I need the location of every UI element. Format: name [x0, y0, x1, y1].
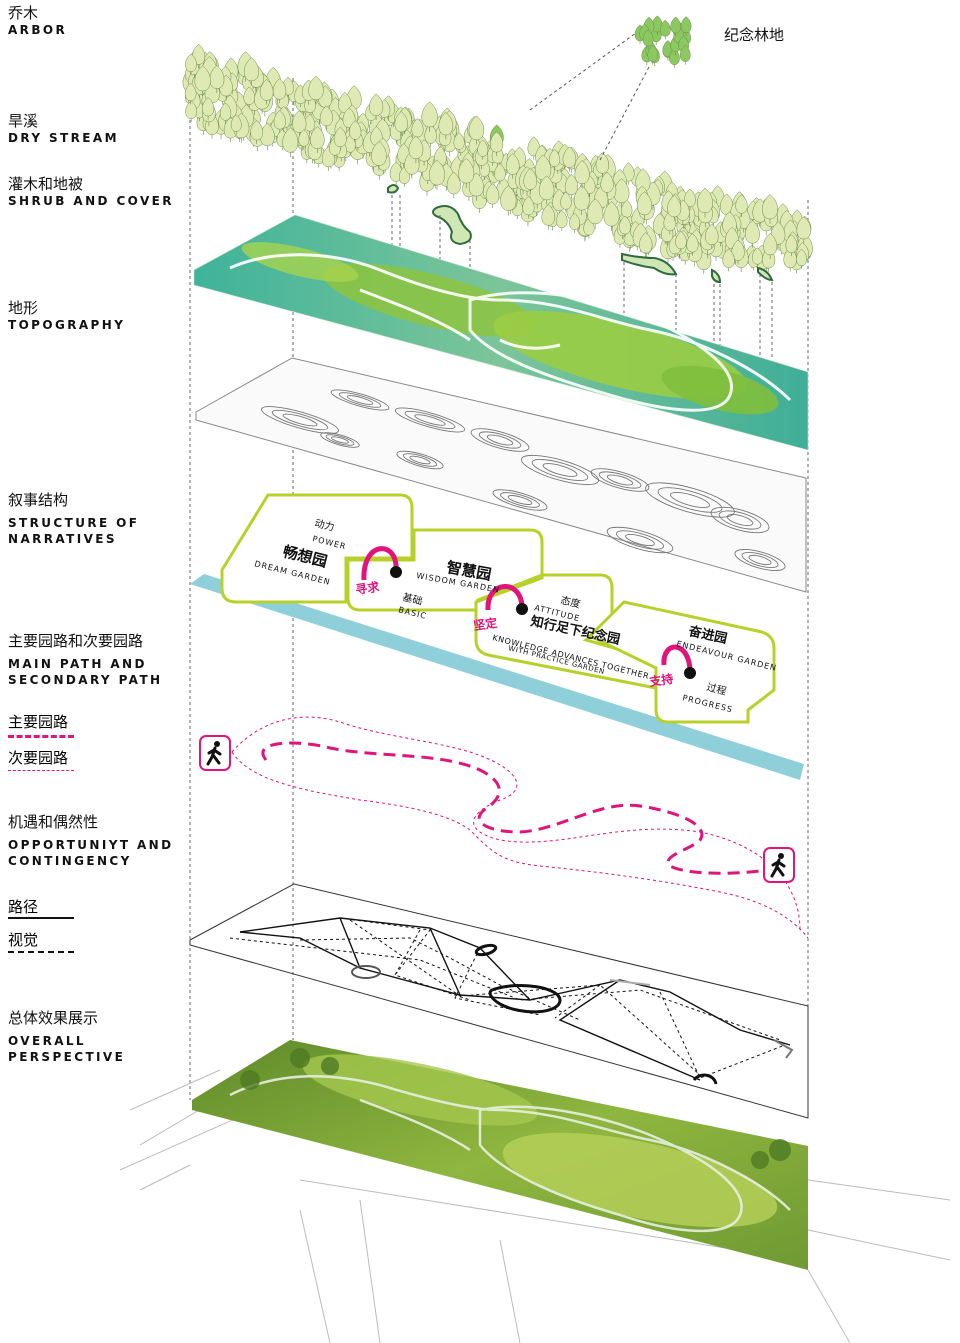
callout-label: 纪念林地 [724, 26, 784, 44]
legend-en: Arbor [8, 23, 68, 37]
legend-en: Topography [8, 318, 126, 332]
legend-zh: 叙事结构 [8, 491, 69, 509]
arbor-layer [182, 44, 813, 275]
route-swatch [8, 917, 74, 919]
legend-zh: 地形 [8, 299, 39, 317]
legend-secondary-path: 次要园路 [8, 749, 69, 767]
river-band [190, 574, 804, 780]
sight-swatch [8, 951, 74, 953]
topography-layer [195, 357, 807, 593]
legend-narratives: 叙事结构 Structure of Narratives [8, 491, 178, 547]
legend-topography: 地形 Topography [8, 299, 125, 333]
connector-firm: 坚定 [472, 615, 498, 633]
legend-paths: 主要园路和次要园路 Main Path and Secondary Path [8, 632, 178, 688]
narrative-layer: 寻求 坚定 支持 动力 POWER 畅想园 DREAM GARDEN 智慧园 W… [220, 493, 778, 724]
endeavour-garden-box [587, 600, 776, 724]
overall-perspective [119, 1040, 951, 1343]
legend-shrub: 灌木和地被 Shrub And Cover [8, 175, 174, 209]
legend-overall: 总体效果展示 Overall Perspective [8, 1009, 178, 1065]
legend-zh: 总体效果展示 [8, 1009, 99, 1027]
legend-zh: 旱溪 [8, 112, 39, 130]
walker-icon [763, 847, 795, 883]
legend-sight: 视觉 [8, 931, 39, 949]
legend-zh: 主要园路和次要园路 [8, 632, 144, 650]
walker-icon [199, 735, 231, 771]
legend-opportunity: 机遇和偶然性 Opportuniyt and Contingency [8, 813, 178, 869]
paths-layer [231, 716, 809, 939]
legend-zh: 乔木 [8, 4, 39, 22]
legend-en: Main Path and Secondary Path [8, 657, 163, 687]
legend-en: Overall Perspective [8, 1034, 126, 1064]
connector-support: 支持 [647, 671, 674, 689]
network-layer [189, 883, 809, 1119]
memorial-forest-callout: 纪念林地 [529, 15, 784, 161]
connector-seek: 寻求 [354, 579, 381, 597]
legend-en: Dry Stream [8, 131, 119, 145]
main-path-swatch [8, 735, 74, 738]
legend-main-path: 主要园路 [8, 713, 69, 731]
secondary-path-swatch [8, 770, 74, 771]
shrub-cover-layer [193, 214, 809, 451]
legend-route: 路径 [8, 898, 39, 916]
legend-en: Opportuniyt and Contingency [8, 838, 174, 868]
dream-garden-box [220, 493, 414, 604]
legend-zh: 灌木和地被 [8, 175, 84, 193]
legend-dry-stream: 旱溪 Dry Stream [8, 112, 119, 146]
legend-zh: 机遇和偶然性 [8, 813, 99, 831]
legend-en: Structure of Narratives [8, 516, 140, 546]
legend-en: Shrub And Cover [8, 194, 174, 208]
legend-arbor: 乔木 Arbor [8, 4, 67, 38]
